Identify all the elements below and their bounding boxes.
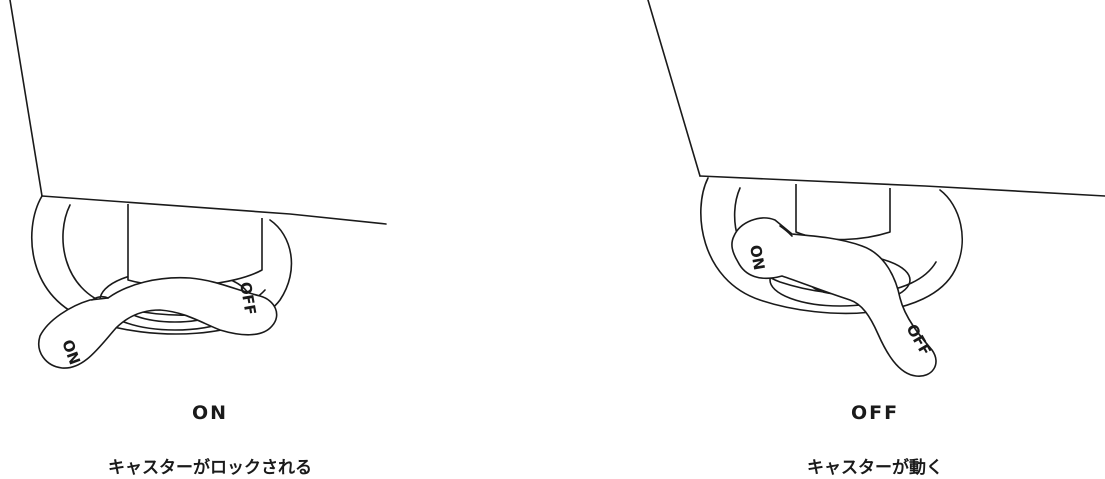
wheel-inner-ring bbox=[733, 187, 937, 295]
lever-pivot bbox=[91, 295, 109, 301]
panel-on: ON OFF ON キャスターがロックされる bbox=[0, 0, 540, 479]
furniture-bottom-edge bbox=[41, 195, 387, 225]
brake-lever bbox=[731, 217, 937, 377]
panel-off: ON OFF OFF キャスターが動く bbox=[600, 0, 1105, 479]
caster-on-illustration: ON OFF bbox=[9, 0, 387, 369]
lever-off-label: OFF bbox=[236, 281, 260, 317]
brake-lever bbox=[38, 276, 278, 369]
wheel-outer-ring bbox=[31, 195, 293, 335]
caster-stem bbox=[127, 204, 263, 287]
state-label: OFF bbox=[850, 402, 900, 424]
state-description: キャスターが動く bbox=[807, 458, 943, 478]
furniture-edge bbox=[647, 0, 701, 177]
state-label: ON bbox=[191, 402, 229, 424]
furniture-bottom-edge bbox=[699, 175, 1105, 197]
lever-on-label: ON bbox=[746, 244, 768, 272]
furniture-edge bbox=[9, 0, 43, 197]
lever-pivot bbox=[779, 225, 793, 237]
state-description: キャスターがロックされる bbox=[108, 458, 312, 478]
caster-stem bbox=[795, 184, 891, 241]
wheel-outer-ring bbox=[700, 177, 963, 315]
caster-off-illustration: ON OFF bbox=[647, 0, 1105, 377]
